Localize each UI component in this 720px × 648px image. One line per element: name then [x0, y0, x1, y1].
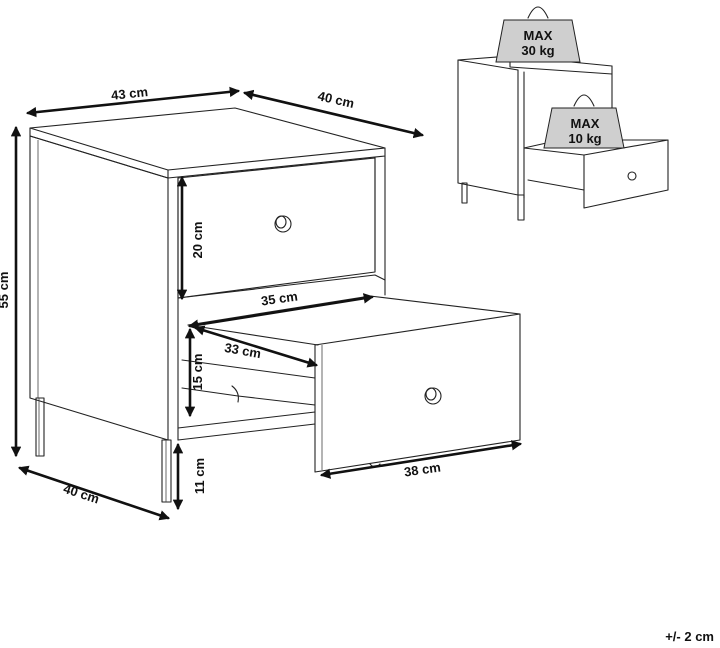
dimension-lines — [10, 86, 523, 521]
weight-30-value: 30 kg — [521, 43, 554, 58]
weight-10-value: 10 kg — [568, 131, 601, 146]
label-base-depth: 40 cm — [62, 481, 102, 507]
label-height: 55 cm — [0, 272, 11, 309]
legs — [35, 397, 172, 503]
label-leg-height: 11 cm — [192, 458, 207, 494]
label-drawer-inner-width: 35 cm — [260, 289, 299, 309]
lower-drawer-front — [314, 313, 521, 473]
weight-10-max-label: MAX — [571, 116, 600, 131]
lower-drawer-open — [181, 295, 521, 473]
tolerance-note: +/- 2 cm — [665, 629, 714, 644]
load-diagram: MAX 30 kg MAX 10 kg — [457, 6, 669, 221]
label-drawer-front-width: 38 cm — [403, 460, 442, 480]
label-top-depth: 40 cm — [316, 88, 355, 111]
label-drawer-inner-depth: 33 cm — [223, 340, 262, 361]
label-lower-drawer-height: 15 cm — [190, 354, 205, 391]
label-upper-drawer-height: 20 cm — [190, 222, 205, 259]
small-drawer-front — [583, 139, 669, 209]
weight-icon-10kg: MAX 10 kg — [543, 94, 625, 149]
weight-30-max-label: MAX — [524, 28, 553, 43]
label-top-width: 43 cm — [110, 84, 148, 103]
weight-icon-30kg: MAX 30 kg — [495, 6, 581, 63]
side-panel — [29, 135, 169, 441]
tabletop — [29, 107, 386, 171]
